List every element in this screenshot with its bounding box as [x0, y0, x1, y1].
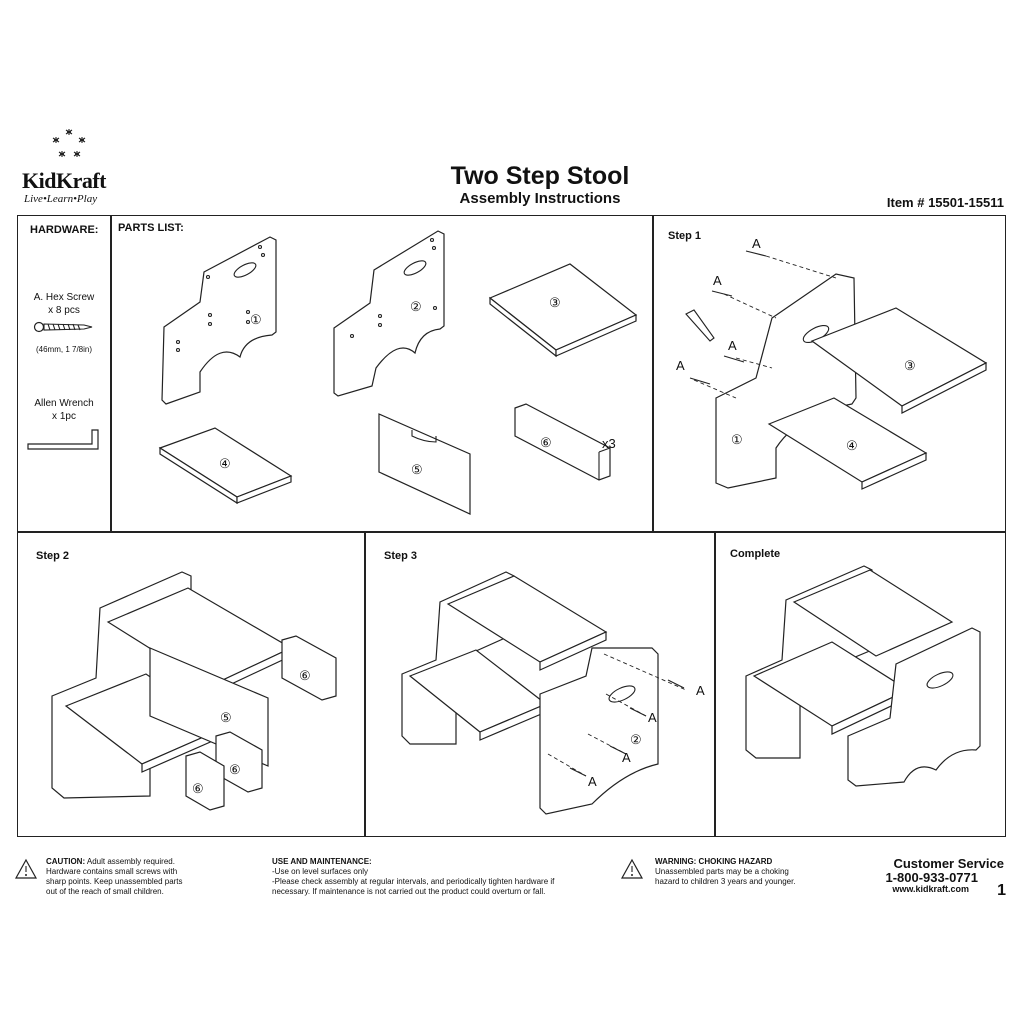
step-3-screw-a-1: A	[696, 683, 705, 698]
divider-hardware	[110, 215, 112, 531]
document-title: Two Step Stool	[450, 162, 630, 190]
customer-service-phone[interactable]: 1-800-933-0771	[885, 870, 978, 885]
step-2-label-part-5: ⑤	[220, 710, 232, 725]
caution-line-1: Adult assembly required.	[86, 857, 175, 866]
complete-heading: Complete	[730, 548, 781, 560]
divider-horizontal	[17, 531, 1006, 533]
kidkraft-logo-stars	[52, 129, 86, 157]
part-1-label: ①	[250, 312, 262, 327]
choking-warning-icon	[620, 858, 644, 879]
use-line-2: -Please check assembly at regular interv…	[272, 877, 555, 886]
complete-diagram	[745, 565, 981, 787]
document-subtitle: Assembly Instructions	[459, 190, 621, 207]
caution-line-3: sharp points. Keep unassembled parts	[46, 877, 183, 886]
part-6-quantity: x3	[602, 436, 616, 451]
choking-warning-text: WARNING: CHOKING HAZARD Unassembled part…	[655, 857, 796, 887]
step-1-screw-a-1: A	[752, 236, 761, 251]
step-1-screw-a-3: A	[728, 338, 737, 353]
part-2-side-panel: ②	[333, 230, 445, 397]
step-1-screw-a-4: A	[676, 358, 685, 373]
divider-step2	[364, 531, 366, 837]
part-3-label: ③	[549, 295, 561, 310]
use-maintenance-text: USE AND MAINTENANCE: -Use on level surfa…	[272, 857, 554, 897]
warning-line-1: Unassembled parts may be a choking	[655, 867, 789, 876]
step-1-screw-a-2: A	[713, 273, 722, 288]
step-2-label-part-6b: ⑥	[229, 762, 241, 777]
caution-line-4: out of the reach of small children.	[46, 887, 164, 896]
caution-line-2: Hardware contains small screws with	[46, 867, 178, 876]
item-number: Item # 15501-15511	[886, 195, 1004, 210]
step-1-diagram: A A A A ③ ④ ①	[676, 236, 988, 490]
customer-service-website[interactable]: www.kidkraft.com	[892, 884, 969, 894]
page-number: 1	[997, 882, 1006, 899]
hex-screw-icon	[33, 321, 93, 333]
part-1-side-panel: ①	[161, 236, 277, 405]
step-1-heading: Step 1	[668, 230, 702, 242]
divider-step3	[714, 531, 716, 837]
part-6-label: ⑥	[540, 435, 552, 450]
caution-text: CAUTION: Adult assembly required. Hardwa…	[46, 857, 183, 897]
part-2-label: ②	[410, 299, 422, 314]
part-5-front-panel: ⑤	[378, 413, 471, 515]
parts-list-heading: PARTS LIST:	[118, 222, 184, 234]
step-2-label-part-6a: ⑥	[299, 668, 311, 683]
brand-name: KidKraft	[22, 168, 107, 193]
allen-wrench-qty: x 1pc	[52, 411, 76, 422]
use-heading: USE AND MAINTENANCE:	[272, 857, 372, 866]
step-3-label-part-2: ②	[630, 732, 642, 747]
brand-tagline: Live•Learn•Play	[24, 193, 98, 205]
warning-heading: WARNING: CHOKING HAZARD	[655, 857, 773, 866]
allen-wrench-icon	[27, 429, 99, 450]
part-4-lower-step: ④	[158, 427, 293, 505]
step-1-label-part-3: ③	[904, 358, 916, 373]
customer-service-title: Customer Service	[893, 856, 1004, 871]
step-3-screw-a-2: A	[648, 710, 657, 725]
step-1-label-part-4: ④	[846, 438, 858, 453]
step-2-diagram: ⑥ ⑤ ⑥ ⑥	[51, 571, 337, 811]
hex-screw-name: A. Hex Screw	[33, 292, 95, 303]
hardware-heading: HARDWARE:	[30, 224, 99, 236]
step-1-label-part-1: ①	[731, 432, 743, 447]
part-4-label: ④	[219, 456, 231, 471]
warning-line-2: hazard to children 3 years and younger.	[655, 877, 796, 886]
step-3-heading: Step 3	[384, 550, 418, 562]
part-6-support-rail: ⑥ x3	[514, 403, 616, 481]
divider-parts	[652, 215, 654, 531]
step-3-screw-a-4: A	[588, 774, 597, 789]
part-5-label: ⑤	[411, 462, 423, 477]
use-line-1: -Use on level surfaces only	[272, 867, 369, 876]
allen-wrench-name: Allen Wrench	[34, 398, 94, 409]
step-2-heading: Step 2	[36, 550, 70, 562]
caution-heading: CAUTION:	[46, 857, 86, 866]
use-line-3: necessary. If maintenance is not carried…	[272, 887, 546, 896]
hex-screw-qty: x 8 pcs	[48, 305, 80, 316]
caution-warning-icon	[14, 858, 38, 879]
hex-screw-size: (46mm, 1 7/8in)	[35, 345, 93, 354]
part-3-top-step: ③	[488, 263, 638, 358]
step-2-label-part-6c: ⑥	[192, 781, 204, 796]
step-3-screw-a-3: A	[622, 750, 631, 765]
step-3-diagram: A A A A ②	[401, 571, 705, 815]
instruction-frame	[17, 215, 1006, 837]
